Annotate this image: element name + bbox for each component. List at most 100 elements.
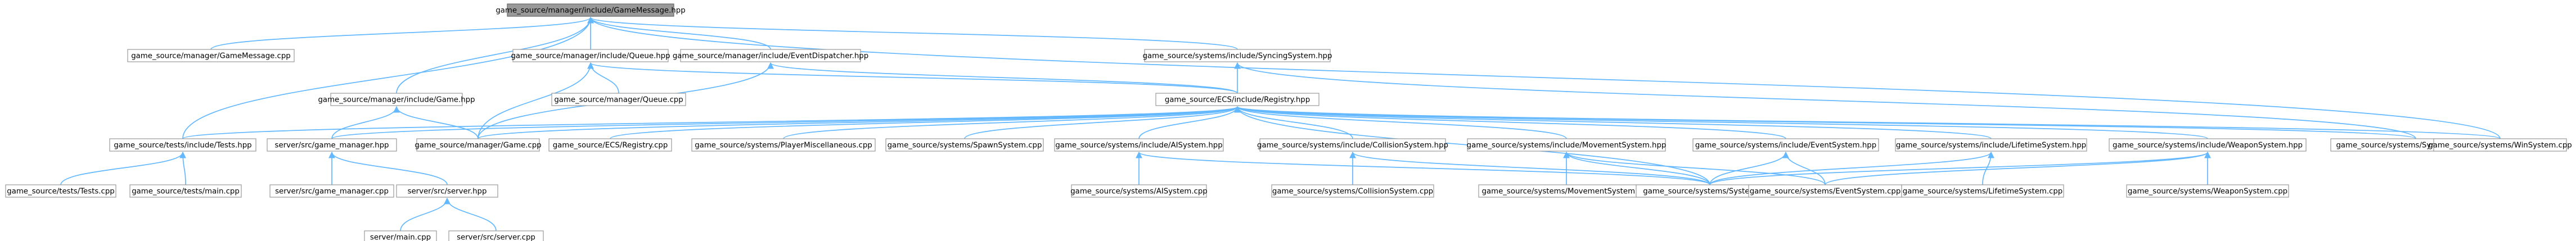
- node-weapon_hpp[interactable]: game_source/systems/include/WeaponSystem…: [2109, 138, 2307, 152]
- node-coll_hpp[interactable]: game_source/systems/include/CollisionSys…: [1257, 138, 1448, 152]
- node-label: server/src/server.cpp: [457, 234, 535, 241]
- node-box: [2109, 138, 2307, 152]
- node-move_cpp[interactable]: game_source/systems/MovementSystem.cpp: [1478, 184, 1655, 198]
- node-queue_hpp[interactable]: game_source/manager/include/Queue.hpp: [511, 49, 670, 62]
- node-label: game_source/manager/GameMessage.cpp: [131, 52, 291, 61]
- node-registry_cpp[interactable]: game_source/ECS/Registry.cpp: [548, 138, 672, 152]
- edge-syncsys_hpp-to-syncsys_cpp: [1234, 62, 2416, 139]
- node-box: [1144, 49, 1331, 62]
- edge-registry_hpp-to-win_cpp: [1234, 106, 2501, 139]
- node-box: [448, 230, 544, 241]
- node-syncsys_hpp[interactable]: game_source/systems/include/SyncingSyste…: [1143, 49, 1332, 62]
- edge-ai_hpp-to-systems_cpp: [1136, 151, 1710, 185]
- edge-queue_hpp-to-registry_hpp: [587, 62, 1238, 94]
- node-srv_cpp[interactable]: server/src/server.cpp: [448, 230, 544, 241]
- node-srv_hpp[interactable]: server/src/server.hpp: [396, 184, 498, 198]
- edge-registry_hpp-to-event_hpp: [1234, 106, 1786, 139]
- edge-registry_hpp-to-game_cpp: [478, 106, 1241, 139]
- node-label: game_source/systems/include/AISystem.hpp: [1055, 142, 1222, 150]
- node-label: game_source/tests/main.cpp: [132, 188, 240, 196]
- node-box: [548, 138, 672, 152]
- node-win_cpp[interactable]: game_source/systems/WinSystem.cpp: [2428, 138, 2572, 152]
- nodes-layer: game_source/manager/include/GameMessage.…: [5, 3, 2572, 241]
- edge-gm_hpp-to-gm_cpp: [210, 16, 594, 50]
- edge-srv_hpp-to-srv_cpp: [444, 197, 497, 231]
- node-label: game_source/systems/SpawnSystem.cpp: [888, 142, 1042, 150]
- node-box: [129, 184, 242, 198]
- edge-evdisp_hpp-to-registry_hpp: [767, 62, 1238, 94]
- node-spawn_cpp[interactable]: game_source/systems/SpawnSystem.cpp: [885, 138, 1044, 152]
- node-box: [1271, 184, 1434, 198]
- node-box: [1692, 138, 1879, 152]
- edge-registry_hpp-to-weapon_hpp: [1234, 106, 2208, 139]
- node-game_hpp[interactable]: game_source/manager/include/Game.hpp: [318, 93, 475, 106]
- edge-registry_hpp-to-ai_hpp: [1138, 106, 1241, 139]
- node-label: game_source/systems/WinSystem.cpp: [2428, 142, 2572, 150]
- edge-coll_hpp-to-systems_cpp: [1349, 151, 1710, 185]
- node-label: game_source/manager/include/GameMessage.…: [496, 7, 685, 15]
- node-box: [2433, 138, 2567, 152]
- node-gm_cpp[interactable]: game_source/manager/GameMessage.cpp: [127, 49, 295, 62]
- node-label: game_source/manager/include/EventDispatc…: [673, 52, 868, 61]
- node-label: game_source/manager/Game.cpp: [415, 142, 541, 150]
- edge-event_hpp-to-systems_cpp: [1709, 151, 1789, 185]
- node-srv_main_cpp[interactable]: server/main.cpp: [364, 230, 437, 241]
- node-coll_cpp[interactable]: game_source/systems/CollisionSystem.cpp: [1271, 184, 1434, 198]
- node-life_cpp[interactable]: game_source/systems/LifetimeSystem.cpp: [1901, 184, 2064, 198]
- node-systems_cpp[interactable]: game_source/systems/Systems.cpp: [1636, 184, 1784, 198]
- node-ai_cpp[interactable]: game_source/systems/AISystem.cpp: [1070, 184, 1208, 198]
- node-box: [330, 93, 463, 106]
- node-label: game_source/systems/include/SyncingSyste…: [1143, 52, 1332, 61]
- node-move_hpp[interactable]: game_source/systems/include/MovementSyst…: [1467, 138, 1667, 152]
- node-registry_hpp[interactable]: game_source/ECS/include/Registry.hpp: [1155, 93, 1319, 106]
- node-event_hpp[interactable]: game_source/systems/include/EventSystem.…: [1692, 138, 1879, 152]
- node-box: [1467, 138, 1666, 152]
- node-label: game_source/ECS/Registry.cpp: [553, 142, 668, 150]
- node-weapon_cpp[interactable]: game_source/systems/WeaponSystem.cpp: [2126, 184, 2289, 198]
- edge-gm_hpp-to-tests_hpp: [182, 16, 594, 139]
- node-label: game_source/systems/AISystem.cpp: [1070, 188, 1208, 196]
- edge-registry_hpp-to-coll_hpp: [1234, 106, 1353, 139]
- node-label: game_source/systems/include/LifetimeSyst…: [1896, 142, 2086, 150]
- edge-weapon_hpp-to-systems_cpp: [1709, 151, 2211, 185]
- node-ai_hpp[interactable]: game_source/systems/include/AISystem.hpp: [1054, 138, 1224, 152]
- node-tests_cpp[interactable]: game_source/tests/Tests.cpp: [5, 184, 116, 198]
- node-label: server/src/game_manager.cpp: [275, 188, 389, 196]
- node-main_tests_cpp[interactable]: game_source/tests/main.cpp: [129, 184, 242, 198]
- edge-srv_gm_hpp-to-srv_hpp: [328, 151, 448, 185]
- node-label: server/src/server.hpp: [408, 188, 487, 196]
- node-srv_gm_cpp[interactable]: server/src/game_manager.cpp: [269, 184, 394, 198]
- edge-tests_hpp-to-tests_cpp: [60, 151, 186, 185]
- node-label: game_source/manager/include/Queue.hpp: [511, 52, 670, 61]
- node-box: [2126, 184, 2289, 198]
- node-box: [269, 184, 394, 198]
- edge-move_hpp-to-systems_cpp: [1563, 151, 1710, 185]
- edge-registry_hpp-to-tests_hpp: [182, 106, 1241, 139]
- edge-srv_hpp-to-srv_main_cpp: [400, 197, 451, 231]
- node-box: [1071, 184, 1207, 198]
- node-label: game_source/systems/include/WeaponSystem…: [2113, 142, 2303, 150]
- node-pmisc_cpp[interactable]: game_source/systems/PlayerMiscellaneous.…: [691, 138, 876, 152]
- node-box: [1054, 138, 1224, 152]
- node-box: [512, 49, 669, 62]
- node-srv_gm_hpp[interactable]: server/src/game_manager.hpp: [267, 138, 397, 152]
- edge-registry_hpp-to-move_hpp: [1234, 106, 1567, 139]
- node-game_cpp[interactable]: game_source/manager/Game.cpp: [415, 138, 542, 152]
- edge-gm_hpp-to-syncsys_hpp: [587, 16, 1238, 50]
- edge-gm_hpp-to-game_hpp: [396, 16, 594, 94]
- node-box: [1259, 138, 1446, 152]
- node-box: [885, 138, 1044, 152]
- node-label: game_source/manager/include/Game.hpp: [318, 96, 475, 104]
- node-event_cpp[interactable]: game_source/systems/EventSystem.cpp: [1748, 184, 1902, 198]
- node-life_hpp[interactable]: game_source/systems/include/LifetimeSyst…: [1895, 138, 2087, 152]
- node-queue_cpp[interactable]: game_source/manager/Queue.cpp: [551, 93, 686, 106]
- node-label: game_source/systems/PlayerMiscellaneous.…: [695, 142, 872, 150]
- edge-event_hpp-to-event_cpp: [1782, 151, 1826, 185]
- node-box: [507, 3, 674, 17]
- node-tests_hpp[interactable]: game_source/tests/include/Tests.hpp: [109, 138, 256, 152]
- edge-registry_hpp-to-registry_cpp: [610, 106, 1241, 139]
- node-label: game_source/tests/include/Tests.hpp: [114, 142, 251, 150]
- node-gm_hpp[interactable]: game_source/manager/include/GameMessage.…: [496, 3, 686, 17]
- node-evdisp_hpp[interactable]: game_source/manager/include/EventDispatc…: [673, 49, 868, 62]
- node-box: [1901, 184, 2064, 198]
